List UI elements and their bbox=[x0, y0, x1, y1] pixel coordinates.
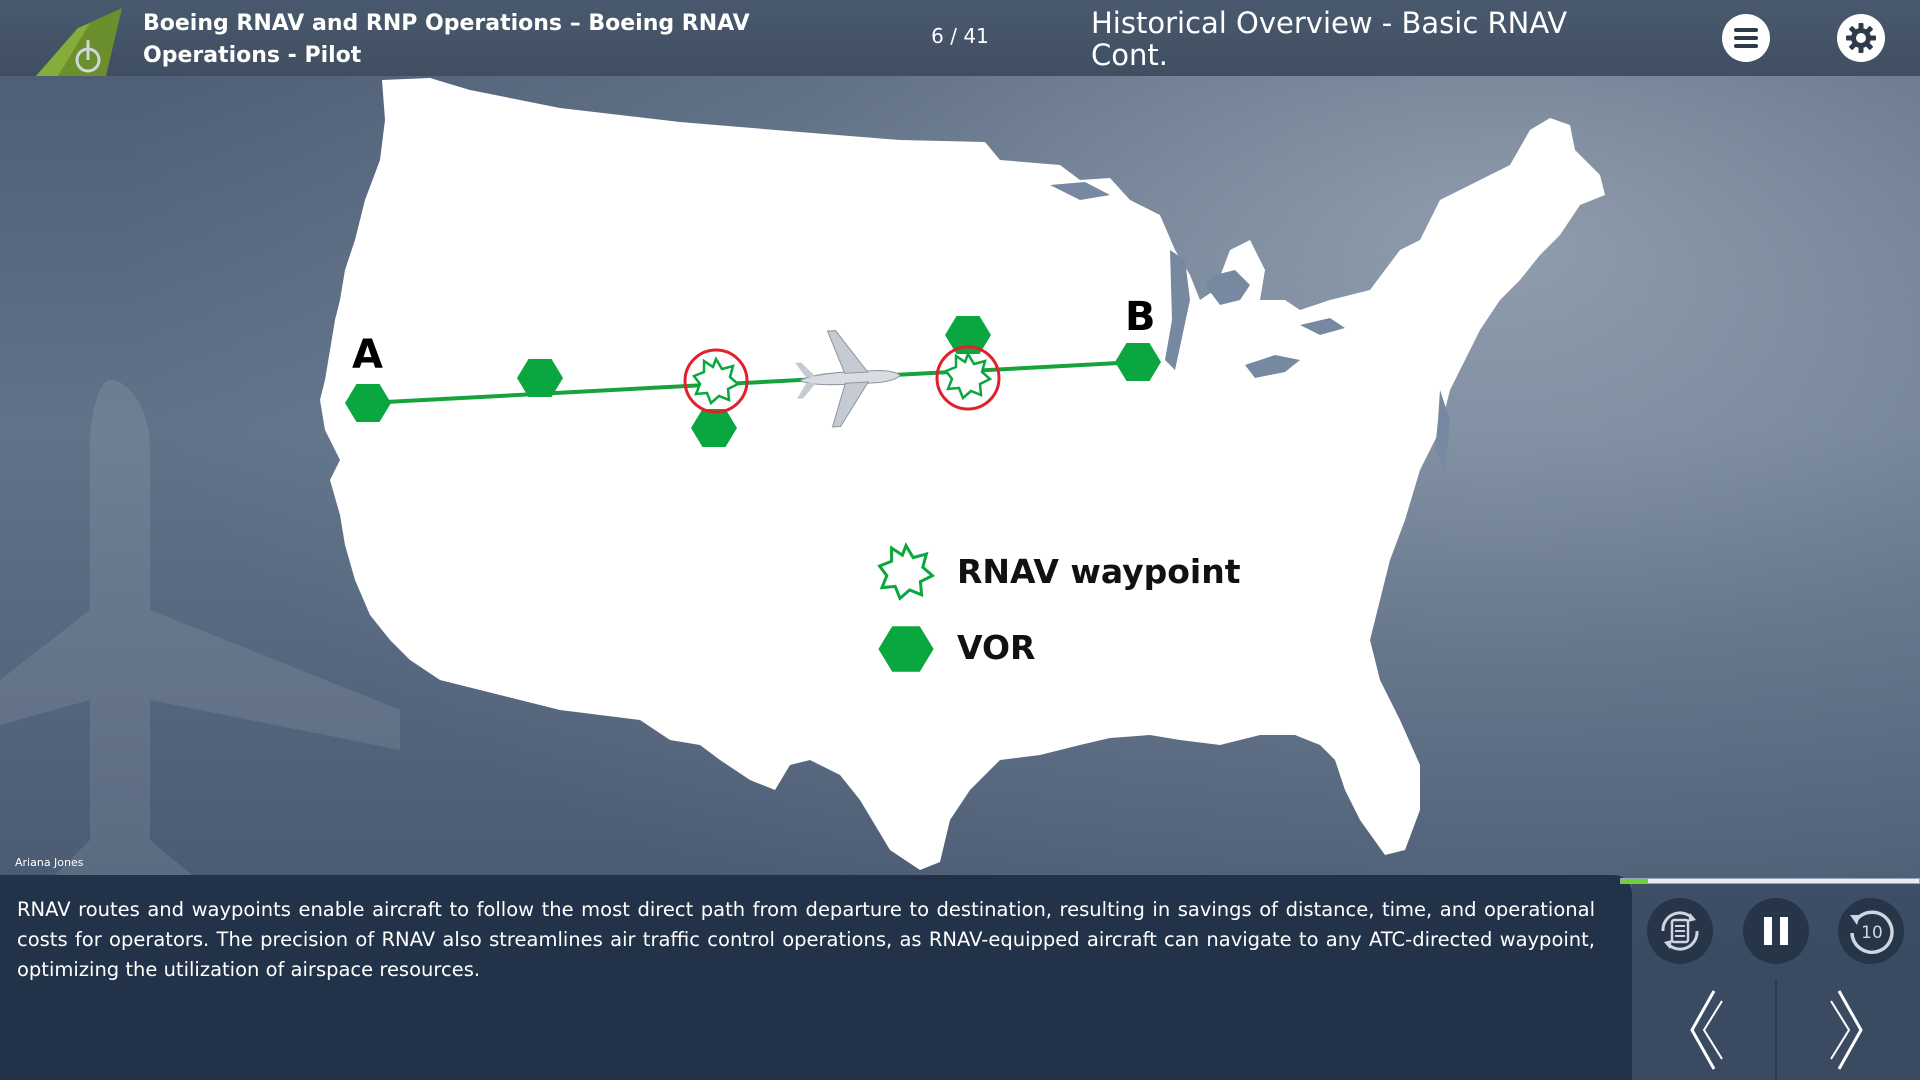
nav-divider bbox=[1775, 980, 1777, 1080]
point-a-label: A bbox=[352, 332, 383, 378]
settings-button[interactable] bbox=[1837, 14, 1885, 62]
route-line bbox=[367, 360, 1139, 405]
rewind-10-button[interactable]: 10 bbox=[1838, 898, 1904, 964]
progress-fill bbox=[1621, 879, 1648, 883]
page-counter: 6 / 41 bbox=[931, 24, 989, 48]
gear-icon bbox=[1846, 23, 1876, 53]
legend-vor-label: VOR bbox=[957, 628, 1036, 667]
rnav-waypoint-highlighted bbox=[683, 348, 749, 414]
airplane-icon bbox=[795, 330, 901, 428]
rnav-waypoint-highlighted bbox=[935, 345, 1001, 411]
transcript-toggle-button[interactable] bbox=[1647, 898, 1713, 964]
slide-navigation bbox=[1632, 980, 1920, 1080]
narrator-name: Ariana Jones bbox=[15, 856, 84, 869]
rewind-10-icon: 10 bbox=[1850, 910, 1894, 954]
rewind-10-label: 10 bbox=[1861, 923, 1883, 943]
slide-title: Historical Overview - Basic RNAV Cont. bbox=[1091, 6, 1568, 72]
us-map-silhouette bbox=[320, 78, 1605, 870]
menu-button[interactable] bbox=[1722, 14, 1770, 62]
next-slide-button[interactable] bbox=[1777, 980, 1920, 1080]
background-plane-watermark bbox=[0, 380, 400, 900]
transcript-panel: RNAV routes and waypoints enable aircraf… bbox=[0, 875, 1632, 1080]
hamburger-menu-icon bbox=[1734, 28, 1758, 48]
transcript-text: RNAV routes and waypoints enable aircraf… bbox=[17, 898, 1595, 981]
chevron-right-icon bbox=[1829, 990, 1863, 1070]
previous-slide-button[interactable] bbox=[1632, 980, 1775, 1080]
header-bar: Boeing RNAV and RNP Operations – Boeing … bbox=[0, 0, 1920, 76]
course-title: Boeing RNAV and RNP Operations – Boeing … bbox=[143, 11, 750, 68]
pause-icon bbox=[1764, 917, 1788, 945]
transcript-refresh-icon bbox=[1661, 911, 1699, 951]
us-route-map: A B bbox=[320, 78, 1605, 870]
pause-button[interactable] bbox=[1743, 898, 1809, 964]
airline-tail-logo-icon bbox=[36, 8, 122, 76]
legend-rnav-label: RNAV waypoint bbox=[957, 552, 1241, 591]
chevron-left-icon bbox=[1689, 990, 1723, 1070]
point-b-label: B bbox=[1125, 294, 1156, 340]
